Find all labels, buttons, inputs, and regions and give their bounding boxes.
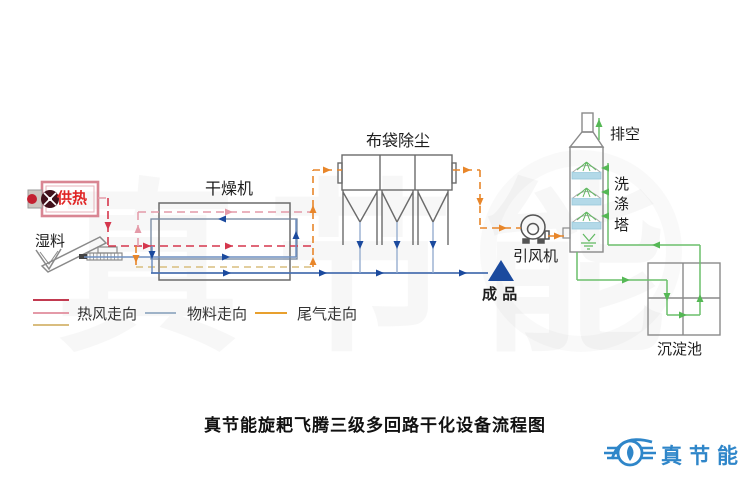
exhaust-label: 排空 [610,125,641,143]
brand-name: 真节能 [661,444,745,468]
legend-tail-gas-label: 尾气走向 [297,305,358,323]
hot-air-path [107,198,313,247]
induced-draft-fan-label: 引风机 [513,247,559,265]
brand-logo-icon [604,438,656,467]
wet-material-label: 湿料 [35,232,66,250]
finished-product-label: 成 品 [482,285,518,303]
legend-material-label: 物料走向 [187,305,248,323]
sedimentation-pool [647,262,721,336]
induced-draft-fan-icon [520,214,550,244]
heat-supply-label: 供热 [57,189,88,207]
legend-swatches [33,299,287,326]
dryer-label: 干燥机 [205,179,254,198]
washing-tower [562,112,605,253]
hot-air-secondary-path [98,197,313,246]
diagram-caption: 真节能旋耙飞腾三级多回路干化设备流程图 [204,416,546,436]
finished-product-icon [488,260,514,281]
heat-supply-burner-icon [27,180,100,218]
dryer-drum [150,202,298,281]
flow-arrows [104,119,704,319]
bag-dust-collector-label: 布袋除尘 [366,131,431,150]
spray-icon [576,161,597,222]
sedimentation-pool-label: 沉淀池 [657,340,703,358]
washing-tower-label: 洗涤塔 [614,175,630,234]
legend-hot-air-label: 热风走向 [77,305,138,323]
water-level-icon [581,233,596,250]
bag-dust-collector [337,154,457,245]
